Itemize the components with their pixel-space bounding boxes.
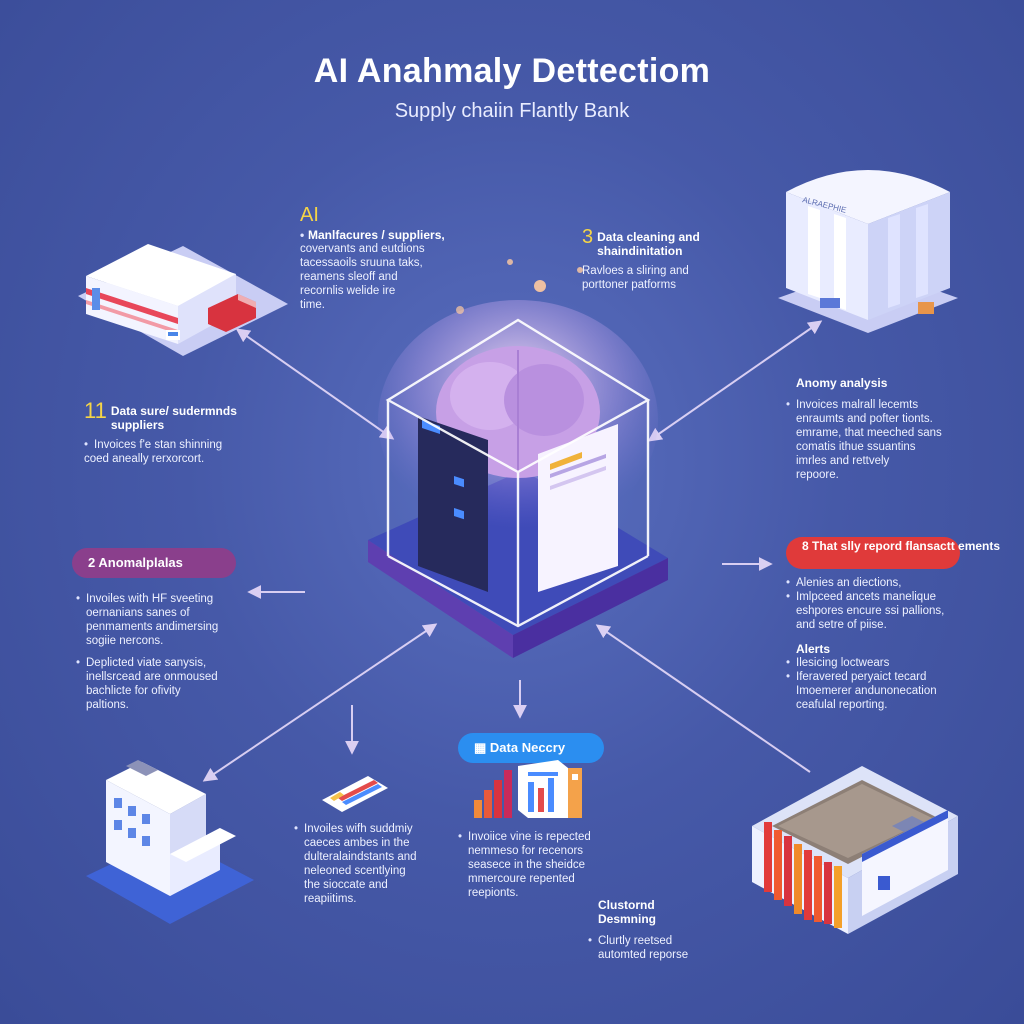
warehouse-illustration: [86, 760, 254, 924]
data-discovery-line: reepionts.: [468, 887, 519, 899]
anomalies-line: bachlicte for ofivity: [86, 685, 181, 697]
invoice-document-icon: [322, 776, 388, 812]
suppliers-block: AI Manlfacures / suppliers, covervants a…: [300, 204, 470, 312]
anomaly-analysis-line: enraumts and pofter tionts.: [796, 413, 933, 425]
bottom-invoices-line: neleoned scentlying: [304, 865, 406, 877]
arrow-factory: [235, 328, 395, 440]
suppliers-heading: Manlfacures / suppliers,: [300, 228, 470, 242]
alerts-block: Alenies an diections, Imlpceed ancets ma…: [786, 576, 966, 712]
alerts-line: Ilesicing loctwears: [786, 656, 966, 670]
alerts-bullet: Imlpceed ancets manelique: [786, 590, 966, 604]
anomaly-analysis-block: Anomy analysis Invoices malrall lecemts …: [786, 376, 966, 482]
data-cleaning-title: Data cleaning and shaindinitation: [597, 230, 700, 258]
data-cleaning-block: 3 Data cleaning and shaindinitation Ravl…: [582, 226, 732, 292]
data-source-heading: 11 Data sure/ sudermnds suppliers: [84, 398, 254, 433]
clustering-title: Clustornd Desmning: [598, 898, 657, 926]
anomalies-line: penmaments andimersing: [86, 621, 219, 633]
bottom-invoices-line: dulteralaindstants and: [304, 851, 417, 863]
data-source-block: 11 Data sure/ sudermnds suppliers Invoic…: [84, 398, 254, 466]
data-source-title: Data sure/ sudermnds suppliers: [110, 404, 237, 432]
alerts-line: eshpores encure ssi pallions,: [796, 605, 945, 617]
glow-dots: [456, 259, 583, 314]
bottom-invoices-line: caeces ambes in the: [304, 837, 410, 849]
alerts-pill: 8 That slly repord flansactt ements: [786, 537, 1000, 569]
alerts-line: Iferavered peryaict tecard: [786, 670, 966, 684]
bank-illustration: ALRAEPHIE: [778, 170, 958, 333]
data-discovery-line: Invoiice vine is repected: [458, 830, 618, 844]
alerts-line: Imoemerer andunonecation: [796, 685, 937, 697]
arrow-bank: [647, 320, 823, 442]
anomaly-analysis-line: repoore.: [796, 469, 839, 481]
anomaly-analysis-line: Invoices malrall lecemts: [786, 398, 966, 412]
alerts-heading: Alerts: [796, 642, 831, 656]
anomaly-analysis-line: comatis ithue ssuantins: [796, 441, 916, 453]
anomaly-analysis-title: Anomy analysis: [796, 376, 888, 390]
data-discovery-line: seasece in the sheidce: [468, 859, 585, 871]
ai-label: AI: [300, 204, 319, 226]
bottom-invoices-line: reapiitims.: [304, 893, 357, 905]
data-discovery-block: Invoiice vine is repected nemmeso for re…: [458, 830, 618, 900]
anomaly-analysis-line: imrles and rettvely: [796, 455, 890, 467]
bottom-invoices-block: Invoiles wifh suddmiy caeces ambes in th…: [294, 822, 454, 906]
anomalies-bullet: Invoiles with HF sveeting: [76, 592, 246, 606]
anomaly-analysis-line: emrame, that meeched sans: [796, 427, 942, 439]
bottom-invoices-line: Invoiles wifh suddmiy: [294, 822, 454, 836]
page-title: AI Anahmaly Dettectiom: [313, 52, 711, 90]
data-discovery-line: nemmeso for recenors: [468, 845, 584, 857]
arrow-plant: [595, 624, 811, 773]
clustering-block: Clustornd Desmning Clurtly reetsed autom…: [588, 898, 728, 962]
data-discovery-label: Data Neccry: [489, 740, 566, 755]
step-number-3: 3: [582, 226, 594, 248]
data-source-bullet: Invoices f'e stan shinning: [84, 438, 254, 452]
data-cleaning-line: porttoner patforms: [582, 279, 676, 291]
bottom-invoices-line: the sioccate and: [304, 879, 388, 891]
arrow-warehouse: [202, 623, 438, 782]
data-discovery-pill: ▦ Data Neccry: [458, 733, 604, 763]
anomalies-line: inellsrcead are onmoused: [86, 671, 218, 683]
ai-brain-cube: [368, 300, 668, 658]
alerts-line: ceafulal reporting.: [796, 699, 888, 711]
anomalies-bullet: Deplicted viate sanysis,: [76, 656, 246, 670]
clustering-line: automted reporse: [598, 949, 689, 961]
anomalies-block: Invoiles with HF sveeting oernanians san…: [76, 592, 246, 712]
processing-plant-illustration: [752, 766, 958, 934]
data-source-line: coed aneally rerxorcort.: [84, 453, 205, 465]
document-icon: ▦: [474, 740, 490, 755]
page-subtitle: Supply chaiin Flantly Bank: [394, 100, 630, 122]
bar-chart-icon: [474, 760, 582, 818]
suppliers-line: tacessaoils sruuna taks,: [300, 257, 423, 269]
anomalies-line: oernanians sanes of: [86, 607, 190, 619]
suppliers-line: time.: [300, 299, 325, 311]
anomalies-line: sogiie nercons.: [86, 635, 164, 647]
data-cleaning-line: Ravloes a sliring and: [582, 265, 689, 277]
anomalies-pill: 2 Anomalplalas: [72, 548, 236, 578]
anomalies-line: paltions.: [86, 699, 129, 711]
data-discovery-line: mmercoure repented: [468, 873, 575, 885]
alerts-line: and setre of piise.: [796, 619, 887, 631]
suppliers-line: recornlis welide ire: [300, 285, 396, 297]
factory-illustration: [78, 244, 288, 356]
suppliers-line: reamens sleoff and: [300, 271, 398, 283]
step-number-11: 11: [84, 398, 107, 423]
suppliers-line: covervants and eutdions: [300, 243, 425, 255]
clustering-line: Clurtly reetsed: [588, 934, 728, 948]
alerts-bullet: Alenies an diections,: [786, 576, 966, 590]
data-cleaning-heading: 3 Data cleaning and shaindinitation: [582, 226, 732, 258]
